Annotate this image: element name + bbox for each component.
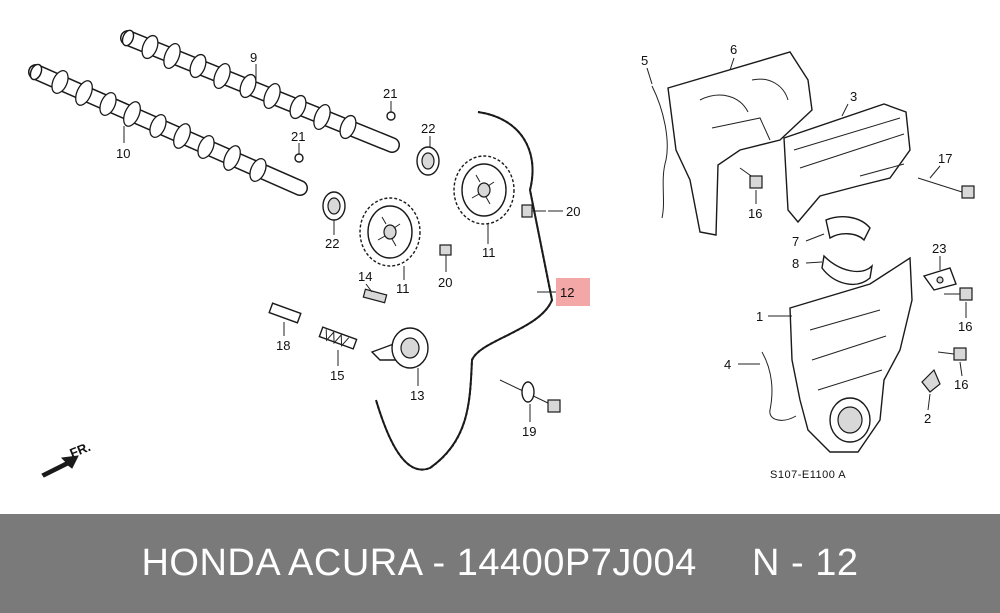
callout-16-b[interactable]: 16 <box>958 319 972 334</box>
callout-22-lower[interactable]: 22 <box>325 236 339 251</box>
callout-19[interactable]: 19 <box>522 424 536 439</box>
callout-7[interactable]: 7 <box>792 234 799 249</box>
exploded-parts-diagram: FR. <box>28 29 975 481</box>
cover-bolt-16a[interactable] <box>739 167 763 189</box>
timing-belt[interactable] <box>375 111 554 471</box>
callout-labels: 9 10 21 21 22 22 11 11 20 20 14 12 18 15… <box>116 42 972 439</box>
callout-1[interactable]: 1 <box>756 309 763 324</box>
camshaft-lower[interactable] <box>28 63 308 196</box>
callout-3[interactable]: 3 <box>850 89 857 104</box>
tensioner-spring-15[interactable] <box>318 326 358 350</box>
callout-13[interactable]: 13 <box>410 388 424 403</box>
pulley-bolt-lower[interactable] <box>439 244 452 266</box>
callout-21-upper[interactable]: 21 <box>383 86 397 101</box>
callout-highlight-12 <box>556 278 590 306</box>
callout-18[interactable]: 18 <box>276 338 290 353</box>
belt-tensioner-13[interactable] <box>370 327 429 369</box>
callout-15[interactable]: 15 <box>330 368 344 383</box>
callout-23[interactable]: 23 <box>932 241 946 256</box>
front-direction-marker: FR. <box>41 439 93 478</box>
camshaft-pulley-upper[interactable] <box>453 155 515 225</box>
oil-seal-upper[interactable] <box>416 146 440 176</box>
callout-14[interactable]: 14 <box>358 269 372 284</box>
callout-20-upper[interactable]: 20 <box>566 204 580 219</box>
callout-4[interactable]: 4 <box>724 357 731 372</box>
callout-11-upper[interactable]: 11 <box>482 245 496 260</box>
seal-strip-5[interactable] <box>651 85 668 219</box>
dowel-pin-upper[interactable] <box>386 111 396 121</box>
camshaft-pulley-lower[interactable] <box>359 197 421 267</box>
callout-21-lower[interactable]: 21 <box>291 129 305 144</box>
lower-cover-1[interactable] <box>789 256 913 453</box>
callout-22-upper[interactable]: 22 <box>421 121 435 136</box>
footer-bar: HONDA ACURA - 14400P7J004 N - 12 <box>0 514 1000 613</box>
cover-bolt-16c[interactable] <box>937 347 967 361</box>
grommet-2[interactable] <box>921 368 941 393</box>
tensioner-bolt-14[interactable] <box>362 288 388 304</box>
callout-8[interactable]: 8 <box>792 256 799 271</box>
seal-7[interactable] <box>825 216 871 242</box>
adjuster-18[interactable] <box>268 302 302 324</box>
camshaft-upper[interactable] <box>120 29 400 153</box>
seal-8[interactable] <box>821 254 874 286</box>
callout-12[interactable]: 12 <box>560 285 574 300</box>
upper-cover-back-6[interactable] <box>667 51 813 236</box>
callout-6[interactable]: 6 <box>730 42 737 57</box>
callout-17[interactable]: 17 <box>938 151 952 166</box>
cover-bolt-17[interactable] <box>917 177 975 199</box>
callout-16-c[interactable]: 16 <box>954 377 968 392</box>
dowel-pin-lower[interactable] <box>294 153 304 163</box>
footer-title: HONDA ACURA - 14400P7J004 N - 12 <box>141 542 859 584</box>
callout-2[interactable]: 2 <box>924 411 931 426</box>
upper-cover-3[interactable] <box>783 103 911 224</box>
cover-bolt-16b[interactable] <box>944 287 973 301</box>
seal-strip-4[interactable] <box>761 351 797 421</box>
tensioner-bolt-19[interactable] <box>499 379 561 413</box>
leader-lines <box>123 57 967 422</box>
bracket-23[interactable] <box>922 267 957 291</box>
callout-9[interactable]: 9 <box>250 50 257 65</box>
callout-5[interactable]: 5 <box>641 53 648 68</box>
diagram-code: S107-E1100 A <box>770 469 846 481</box>
callout-11-lower[interactable]: 11 <box>396 281 410 296</box>
callout-20-lower[interactable]: 20 <box>438 275 452 290</box>
front-marker-text: FR. <box>68 439 93 461</box>
callout-10[interactable]: 10 <box>116 146 130 161</box>
callout-16-a[interactable]: 16 <box>748 206 762 221</box>
oil-seal-lower[interactable] <box>322 191 346 221</box>
